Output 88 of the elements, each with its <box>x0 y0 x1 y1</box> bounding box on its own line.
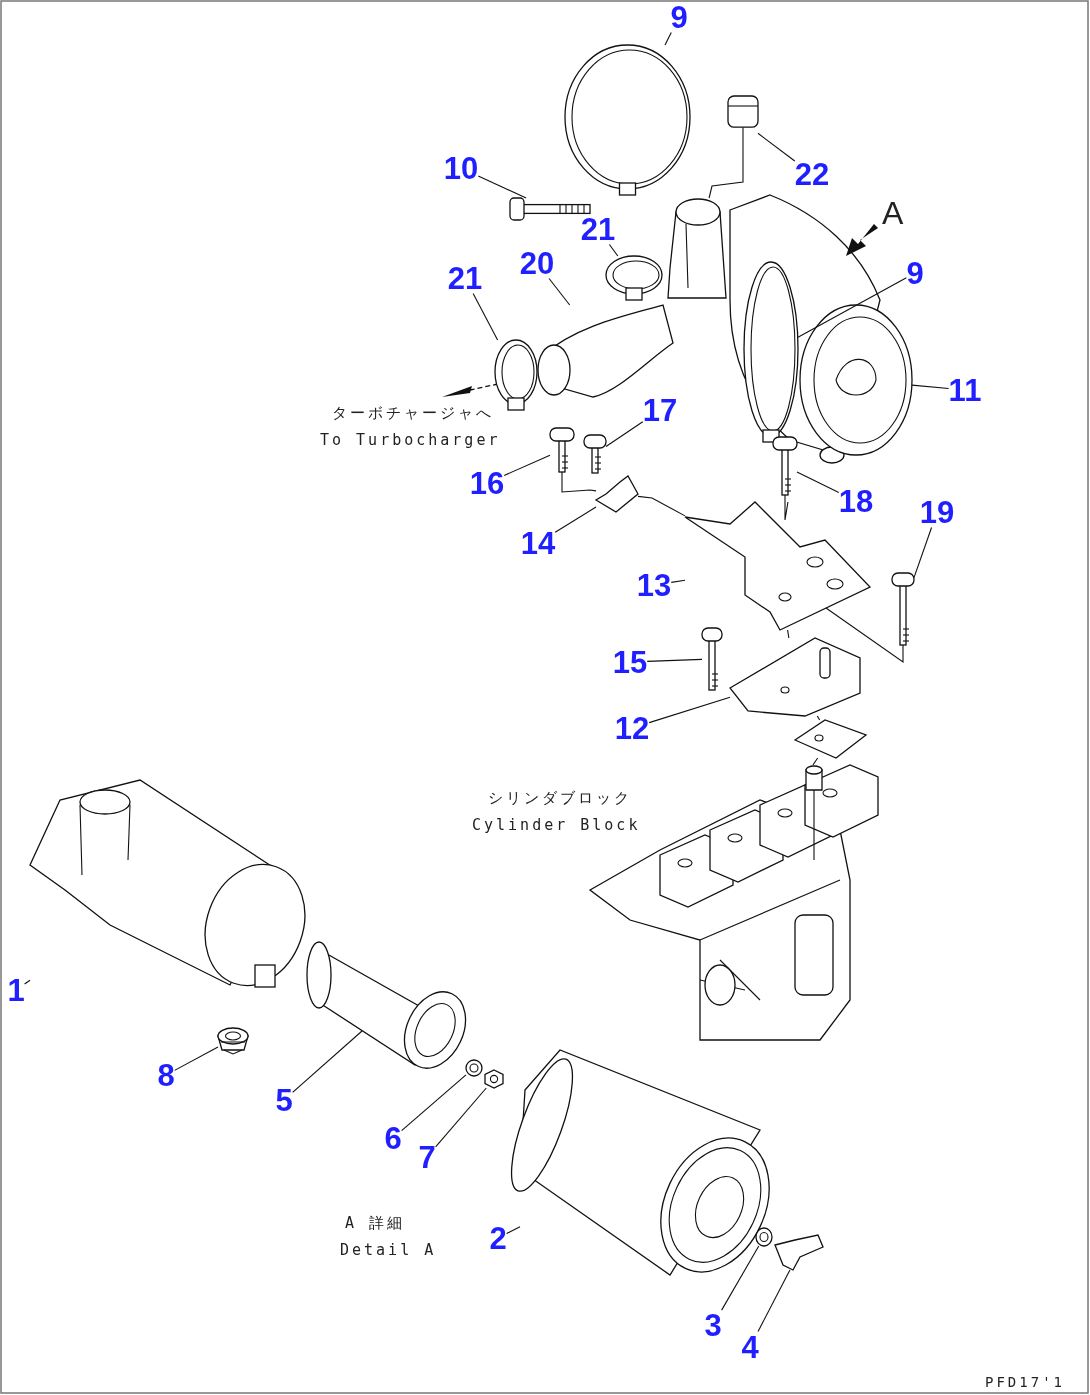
leader-line <box>797 277 907 338</box>
bracket-drawing <box>594 475 639 513</box>
leader-line <box>401 1074 467 1132</box>
leader-line <box>503 454 551 476</box>
callout-number: 6 <box>384 1122 402 1154</box>
leader-line <box>477 175 527 199</box>
leader-line <box>548 277 571 306</box>
note-text: シリンダブロック <box>488 790 632 807</box>
leader-line <box>554 506 597 533</box>
clamp-band-drawing <box>564 44 691 196</box>
callout-number: 18 <box>838 485 874 517</box>
leader-line <box>911 384 950 390</box>
callout-number: 15 <box>612 646 648 678</box>
bolt-drawing <box>549 427 575 473</box>
leader-line <box>605 421 644 448</box>
bolt-drawing <box>891 572 915 646</box>
callout-number: 10 <box>443 152 479 184</box>
hose-drawing <box>537 304 674 398</box>
note-text: To Turbocharger <box>320 432 501 449</box>
leader-line <box>664 31 672 46</box>
callout-number: 14 <box>520 527 556 559</box>
assembly-line <box>708 147 744 199</box>
callout-number: 17 <box>642 394 678 426</box>
indicator-drawing <box>727 95 759 149</box>
leader-line <box>670 579 686 583</box>
clamp-drawing <box>494 339 538 411</box>
leader-line <box>506 1226 521 1235</box>
assembly-line <box>816 715 821 721</box>
gasket-drawing <box>793 719 868 759</box>
view-label: A <box>882 196 907 232</box>
callout-number: 12 <box>614 712 650 744</box>
assembly-line <box>784 494 789 521</box>
note-text: Detail A <box>340 1242 437 1259</box>
callout-number: 4 <box>741 1331 759 1363</box>
callout-number: 16 <box>469 467 505 499</box>
assembly-line <box>637 495 686 517</box>
cover-drawing <box>799 304 913 456</box>
callout-number: 9 <box>906 257 924 289</box>
leader-line <box>174 1046 219 1071</box>
callout-number: 21 <box>580 213 616 245</box>
nut-drawing <box>484 1069 504 1089</box>
callout-number: 19 <box>919 496 955 528</box>
leader-line <box>648 696 731 724</box>
drain-valve-drawing <box>217 1027 249 1055</box>
assembly-line <box>561 471 597 493</box>
clamp-band-drawing <box>743 261 799 443</box>
plate-drawing <box>729 637 861 717</box>
note-text: Cylinder Block <box>472 817 641 834</box>
note-text: A 詳細 <box>345 1215 406 1232</box>
note-text: ターボチャージャへ <box>332 405 494 422</box>
drawing-code: PFD17'1 <box>985 1375 1065 1391</box>
bolt-drawing <box>583 434 607 474</box>
leader-line <box>913 526 933 579</box>
bolt-drawing <box>772 436 798 496</box>
callout-number: 13 <box>636 569 672 601</box>
assembly-line <box>825 607 904 664</box>
callout-number: 11 <box>948 374 982 406</box>
callout-number: 22 <box>794 158 830 190</box>
callout-number: 1 <box>7 974 25 1006</box>
filter-element-drawing <box>510 1049 770 1276</box>
leader-line <box>721 1245 760 1311</box>
assembly-line <box>787 629 790 639</box>
callout-number: 3 <box>704 1309 722 1341</box>
leader-line <box>608 243 619 257</box>
wing-nut-drawing <box>774 1234 824 1271</box>
leader-line <box>472 292 499 341</box>
outlet-tube-drawing <box>667 198 727 299</box>
callout-number: 8 <box>157 1059 175 1091</box>
leader-line <box>24 979 31 985</box>
leader-line <box>646 658 703 662</box>
leader-line <box>292 1030 363 1093</box>
callout-number: 20 <box>519 247 555 279</box>
filter-element-drawing <box>306 941 467 1069</box>
clamp-drawing <box>605 255 663 301</box>
callout-number: 2 <box>489 1222 507 1254</box>
callout-number: 21 <box>447 262 483 294</box>
leader-line <box>796 471 840 494</box>
bolt-drawing <box>701 627 723 691</box>
air-cleaner-housing-drawing <box>29 779 306 988</box>
washer-drawing <box>755 1227 773 1247</box>
washer-drawing <box>465 1059 483 1077</box>
callout-number: 7 <box>418 1141 436 1173</box>
callout-number: 5 <box>275 1084 293 1116</box>
leader-line <box>757 1269 791 1333</box>
assembly-line <box>812 757 819 766</box>
leader-line <box>435 1087 487 1148</box>
leader-line <box>757 132 796 162</box>
callout-number: 9 <box>670 1 688 33</box>
